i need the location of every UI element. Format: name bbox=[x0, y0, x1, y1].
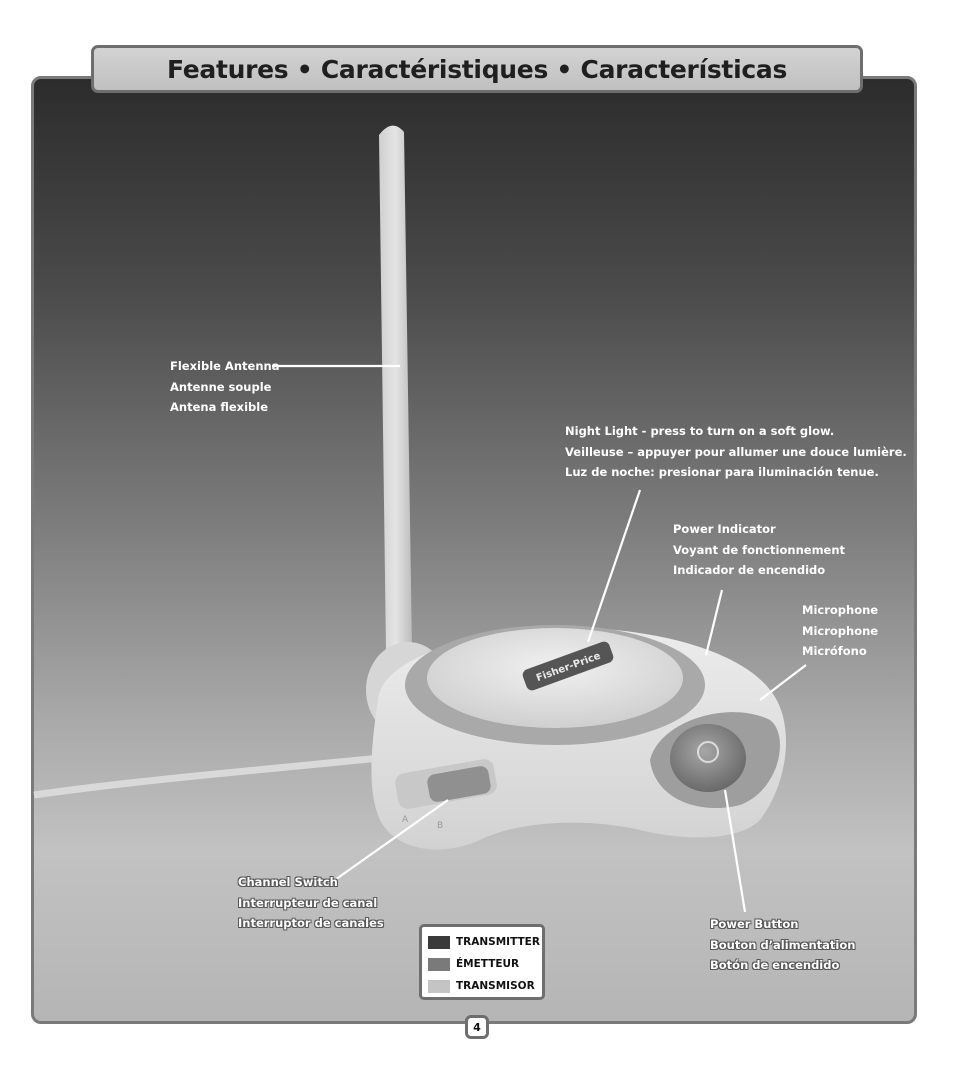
night-light-callout: Night Light - press to turn on a soft gl… bbox=[565, 421, 907, 483]
night-light-label-fr: Veilleuse – appuyer pour allumer une dou… bbox=[565, 444, 907, 459]
legend-swatch bbox=[428, 935, 450, 949]
power-button bbox=[670, 724, 746, 792]
power-button-label-fr: Bouton d’alimentation bbox=[710, 937, 856, 952]
legend-swatch bbox=[428, 957, 450, 971]
night-light-label-es: Luz de noche: presionar para iluminación… bbox=[565, 465, 879, 479]
switch-label-a: A bbox=[402, 815, 409, 825]
microphone-label-fr: Microphone bbox=[802, 623, 879, 638]
power-indicator-label-fr: Voyant de fonctionnement bbox=[673, 542, 846, 557]
night-light-leader-line bbox=[586, 489, 642, 643]
page-number: 4 bbox=[465, 1015, 489, 1039]
page-title: Features • Caractéristiques • Caracterís… bbox=[166, 54, 788, 84]
power-indicator-label-es: Indicador de encendido bbox=[673, 563, 826, 577]
legend-swatch bbox=[428, 979, 450, 993]
fisher-price-logo bbox=[522, 641, 614, 691]
channel-switch-label-es: Interruptor de canales bbox=[238, 916, 384, 930]
legend-box: TRANSMITTER ÉMETTEUR TRANSMISOR bbox=[419, 924, 545, 1000]
channel-switch-slider bbox=[427, 766, 491, 802]
power-cable bbox=[33, 754, 381, 799]
power-indicator-callout: Power Indicator Voyant de fonctionnement… bbox=[673, 519, 845, 581]
title-banner: Features • Caractéristiques • Caracterís… bbox=[91, 45, 863, 93]
legend-item: TRANSMISOR bbox=[428, 975, 536, 997]
power-symbol-icon bbox=[697, 741, 719, 763]
microphone-leader-line bbox=[759, 664, 807, 701]
power-indicator-leader-line bbox=[704, 589, 724, 656]
channel-switch-callout: Channel Switch Interrupteur de canal Int… bbox=[238, 872, 384, 934]
legend-label: TRANSMISOR bbox=[456, 980, 535, 992]
channel-switch-leader-line bbox=[331, 799, 449, 883]
microphone-label-en: Microphone bbox=[802, 603, 879, 617]
antenna-label-es: Antena flexible bbox=[170, 400, 268, 414]
power-indicator-label-en: Power Indicator bbox=[673, 522, 776, 536]
legend-label: ÉMETTEUR bbox=[456, 958, 520, 970]
legend-item: ÉMETTEUR bbox=[428, 953, 536, 975]
night-light-label-en: Night Light - press to turn on a soft gl… bbox=[565, 424, 835, 438]
antenna-label-en: Flexible Antenna bbox=[170, 359, 280, 373]
power-button-leader-line bbox=[723, 789, 747, 913]
switch-label-b: B bbox=[437, 821, 443, 831]
channel-switch-label-en: Channel Switch bbox=[238, 875, 338, 889]
flexible-antenna bbox=[379, 125, 412, 660]
legend-item: TRANSMITTER bbox=[428, 931, 540, 953]
microphone-label-es: Micrófono bbox=[802, 644, 867, 658]
antenna-label-fr: Antenne souple bbox=[170, 379, 272, 394]
power-button-label-es: Botón de encendido bbox=[710, 958, 840, 972]
antenna-callout: Flexible Antenna Antenne souple Antena f… bbox=[170, 356, 279, 418]
product-photo-panel bbox=[31, 76, 917, 1024]
power-button-label-en: Power Button bbox=[710, 917, 799, 931]
legend-label: TRANSMITTER bbox=[456, 936, 540, 948]
microphone-callout: Microphone Microphone Micrófono bbox=[802, 600, 878, 662]
channel-switch-label-fr: Interrupteur de canal bbox=[238, 895, 378, 910]
power-button-callout: Power Button Bouton d’alimentation Botón… bbox=[710, 914, 855, 976]
